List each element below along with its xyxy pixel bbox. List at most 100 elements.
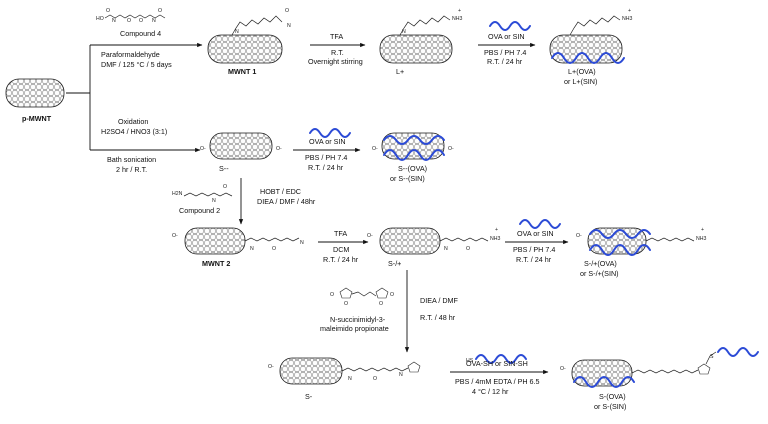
route-c-step1-b: DIEA / DMF / 48hr: [257, 197, 316, 206]
svg-text:N: N: [300, 240, 304, 246]
svg-text:N: N: [399, 372, 403, 378]
svg-text:N: N: [444, 246, 448, 252]
route-d-step1-b: R.T. / 48 hr: [420, 313, 456, 322]
s-minus-minus-ova-nanotube: O- O-: [372, 132, 454, 161]
peptide-sh-icon: HS: [466, 354, 527, 364]
route-a-step2-b: R.T.: [331, 48, 344, 57]
svg-text:N: N: [152, 18, 156, 24]
s-minus-plus-nanotube: O- N O NH3 +: [367, 227, 500, 255]
svg-text:+: +: [495, 227, 498, 233]
route-d-step2-b: PBS / 4mM EDTA / PH 6.5: [455, 377, 540, 386]
svg-text:N: N: [235, 29, 239, 35]
svg-text:O: O: [223, 184, 227, 190]
svg-text:O-: O-: [372, 146, 378, 152]
svg-text:+: +: [458, 8, 461, 14]
svg-text:NH3: NH3: [490, 236, 500, 242]
svg-text:O-: O-: [560, 366, 566, 372]
route-b-step2-b: PBS / PH 7.4: [305, 153, 347, 162]
route-d-step1-a: DIEA / DMF: [420, 296, 459, 305]
route-b-cond1: Oxidation: [118, 117, 148, 126]
route-a-step2-a: TFA: [330, 32, 343, 41]
p-mwnt-label: p-MWNT: [22, 114, 52, 123]
route-b-cond3: Bath sonication: [107, 155, 156, 164]
route-c-step2-b: DCM: [333, 245, 349, 254]
svg-text:O: O: [272, 246, 276, 252]
s-minus-sin-label: or S-(SIN): [594, 402, 626, 411]
nsmp-structure: O O O O: [330, 287, 394, 307]
svg-text:NH3: NH3: [452, 16, 462, 22]
s-minus-plus-label: S-/+: [388, 259, 401, 268]
svg-text:O: O: [106, 8, 110, 14]
route-a-step3-a: OVA or SIN: [488, 32, 525, 41]
svg-text:+: +: [628, 8, 631, 14]
route-c-step2-a: TFA: [334, 229, 347, 238]
s-minus-ova-nanotube: S O-: [560, 347, 759, 388]
p-mwnt-nanotube: [5, 78, 65, 108]
s-minus-minus-ova-label: S--(OVA): [398, 164, 427, 173]
route-a-step2-c: Overnight stirring: [308, 57, 363, 66]
l-plus-ova-label: L+(OVA): [568, 67, 596, 76]
s-minus-minus-sin-label: or S--(SIN): [390, 174, 425, 183]
nsmp-label-line2: maleimido propionate: [320, 324, 389, 333]
mwnt1-label: MWNT 1: [228, 67, 256, 76]
s-minus-ova-label: S-(OVA): [599, 392, 626, 401]
svg-text:O-: O-: [268, 364, 274, 370]
l-plus-nanotube: N NH3 +: [379, 8, 462, 64]
route-b-step2-a: OVA or SIN: [309, 137, 346, 146]
svg-text:+: +: [701, 227, 704, 233]
svg-text:N: N: [287, 23, 291, 29]
svg-text:O: O: [330, 292, 334, 298]
route-c-step3-b: PBS / PH 7.4: [513, 245, 555, 254]
svg-text:S: S: [710, 354, 714, 360]
svg-text:O-: O-: [200, 146, 206, 152]
svg-text:O: O: [127, 18, 131, 24]
s-minus-plus-ova-label: S-/+(OVA): [584, 259, 617, 268]
s-minus-minus-nanotube: O- O-: [200, 132, 282, 160]
compound-2-label: Compound 2: [179, 206, 220, 215]
svg-text:O-: O-: [172, 233, 178, 239]
svg-text:NH3: NH3: [622, 16, 632, 22]
svg-text:O: O: [344, 301, 348, 307]
route-c-step2-c: R.T. / 24 hr: [323, 255, 359, 264]
svg-text:O: O: [285, 8, 289, 14]
l-plus-ova-nanotube: NH3 +: [549, 8, 632, 64]
mwnt1-nanotube: N N O: [207, 8, 291, 64]
svg-text:N: N: [250, 246, 254, 252]
s-minus-label: S-: [305, 392, 313, 401]
s-minus-nanotube: O- N O N: [268, 357, 421, 385]
svg-text:HO: HO: [96, 16, 104, 22]
svg-text:N: N: [212, 198, 216, 204]
s-minus-plus-ova-nanotube: O- NH3 +: [576, 227, 706, 256]
svg-text:O: O: [390, 292, 394, 298]
svg-text:O-: O-: [576, 233, 582, 239]
svg-text:O-: O-: [448, 146, 454, 152]
route-a-cond2: DMF / 125 °C / 5 days: [101, 60, 172, 69]
svg-text:O: O: [139, 18, 143, 24]
svg-text:H2N: H2N: [172, 191, 183, 197]
mwnt2-nanotube: O- N O N: [172, 227, 304, 255]
l-plus-label: L+: [396, 67, 404, 76]
route-c-step3-a: OVA or SIN: [517, 229, 554, 238]
compound-2-structure: H2N N O: [172, 184, 233, 204]
peptide-icon-route-a: [489, 21, 531, 31]
mwnt2-label: MWNT 2: [202, 259, 230, 268]
svg-text:O-: O-: [276, 146, 282, 152]
svg-text:HS: HS: [466, 358, 474, 364]
svg-text:O-: O-: [367, 233, 373, 239]
peptide-icon-route-b: [309, 128, 351, 138]
route-a-reagent: Compound 4: [120, 29, 161, 38]
route-d-step2-c: 4 °C / 12 hr: [472, 387, 509, 396]
svg-text:NH3: NH3: [696, 236, 706, 242]
route-c-step3-c: R.T. / 24 hr: [516, 255, 552, 264]
route-a-step3-b: PBS / PH 7.4: [484, 48, 526, 57]
svg-text:O: O: [158, 8, 162, 14]
route-c-step1-a: HOBT / EDC: [260, 187, 301, 196]
svg-text:N: N: [112, 18, 116, 24]
route-b-cond2: H2SO4 / HNO3 (3:1): [101, 127, 167, 136]
route-b-step2-c: R.T. / 24 hr: [308, 163, 344, 172]
compound-4-structure: HO O N O O N O: [96, 8, 166, 24]
route-a-step3-c: R.T. / 24 hr: [487, 57, 523, 66]
s-minus-plus-sin-label: or S-/+(SIN): [580, 269, 619, 278]
route-b-cond4: 2 hr / R.T.: [116, 165, 147, 174]
